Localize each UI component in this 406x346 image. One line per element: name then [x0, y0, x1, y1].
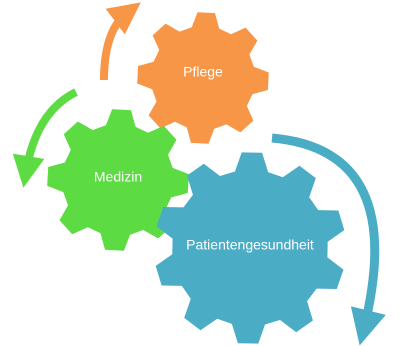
pflege-gear-label: Pflege [183, 64, 223, 80]
orange-cycle-arrow [100, 2, 141, 81]
gear-pflege: Pflege [137, 12, 269, 144]
patientengesundheit-gear-shape [155, 152, 345, 344]
green-cycle-arrow [12, 88, 78, 188]
blue-cycle-arrow [271, 133, 386, 346]
patientengesundheit-gear-label: Patientengesundheit [186, 237, 314, 253]
gear-medizin: Medizin [47, 109, 189, 251]
pflege-gear-shape [137, 12, 269, 144]
gear-patientengesundheit: Patientengesundheit [155, 152, 345, 344]
medizin-gear-label: Medizin [94, 169, 142, 185]
medizin-gear-shape [47, 109, 189, 251]
